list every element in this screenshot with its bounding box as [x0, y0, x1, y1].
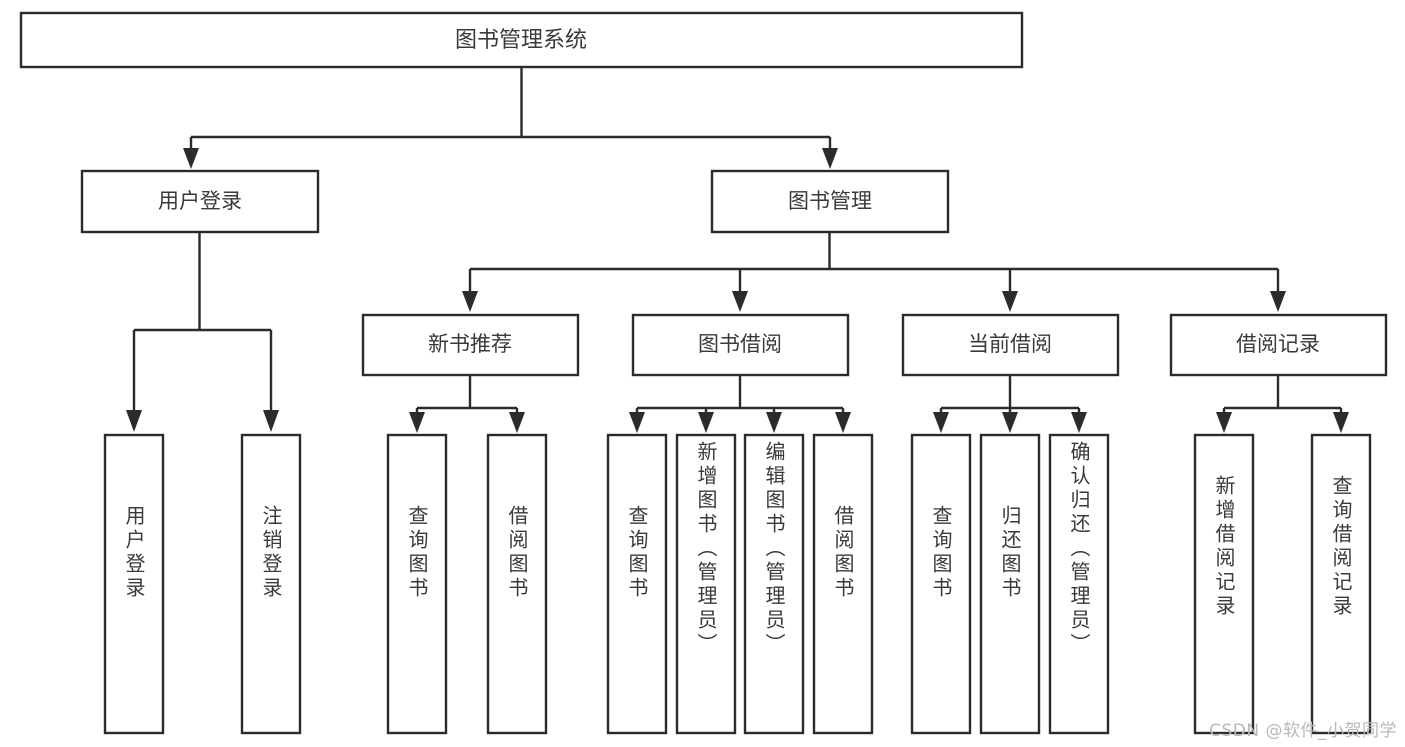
arrow-head-currentborrow-leaf-1 [933, 412, 949, 433]
arrow-head-borrowrecord-leaf-1 [1216, 412, 1232, 433]
leaf-box-currentborrow-return-book[interactable] [979, 433, 1041, 735]
leaf-box-bookborrow-query-book[interactable] [606, 433, 668, 735]
leaf-box-newbook-borrow-book[interactable] [486, 433, 548, 735]
nodes-layer: 图书管理系统 用户登录 图书管理 新书推荐 图书借阅 当前借阅 借阅记录 [19, 11, 1388, 735]
node-root-label: 图书管理系统 [455, 28, 587, 53]
node-book-borrow-box[interactable] [631, 313, 850, 377]
arrow-head-leaf-user-login [126, 410, 142, 432]
arrow-head-borrowrecord-leaf-2 [1333, 412, 1349, 433]
node-new-book-recommend-label: 新书推荐 [428, 332, 512, 356]
leaf-box-borrowrecord-query-record[interactable] [1310, 433, 1372, 735]
arrow-head-bookborrow-leaf-1 [629, 412, 645, 433]
leaf-box-user-login[interactable] [103, 433, 165, 735]
arrow-head-newbook-leaf-1 [409, 412, 425, 433]
node-current-borrow-label: 当前借阅 [968, 332, 1052, 356]
arrow-head-book-borrow [732, 291, 748, 312]
arrow-head-bookborrow-leaf-2 [698, 412, 714, 433]
arrow-head-currentborrow-leaf-2 [1002, 412, 1018, 433]
leaf-box-currentborrow-confirm-return[interactable] [1048, 433, 1110, 735]
node-borrow-record-label: 借阅记录 [1236, 332, 1320, 356]
leaf-box-logout[interactable] [240, 433, 302, 735]
arrow-head-leaf-logout [263, 410, 279, 432]
leaf-box-borrowrecord-add-record[interactable] [1193, 433, 1255, 735]
arrow-head-currentborrow-leaf-3 [1071, 412, 1087, 433]
leaf-box-bookborrow-edit-book[interactable] [743, 433, 805, 735]
node-book-management-label: 图书管理 [788, 189, 872, 213]
connectors-layer [126, 67, 1349, 433]
node-book-management-box[interactable] [710, 169, 950, 234]
watermark-text: CSDN @软件_小贺同学 [1209, 721, 1397, 741]
node-book-borrow-label: 图书借阅 [698, 332, 782, 356]
node-current-borrow-box[interactable] [901, 313, 1120, 377]
node-new-book-recommend-box[interactable] [361, 313, 580, 377]
leaf-box-currentborrow-query-book[interactable] [910, 433, 972, 735]
arrow-head-current-borrow [1002, 291, 1018, 312]
arrow-head-user-login [183, 148, 199, 169]
arrow-head-borrow-record [1270, 291, 1286, 312]
arrow-head-newbook-leaf-2 [509, 412, 525, 433]
leaf-box-newbook-query-book[interactable] [386, 433, 448, 735]
node-root-box[interactable] [19, 11, 1024, 69]
node-borrow-record-box[interactable] [1169, 313, 1388, 377]
node-user-login-label: 用户登录 [158, 189, 242, 213]
arrow-head-bookborrow-leaf-3 [766, 412, 782, 433]
leaf-box-bookborrow-borrow-book[interactable] [812, 433, 874, 735]
arrow-head-bookborrow-leaf-4 [835, 412, 851, 433]
arrow-head-book-mgmt [822, 148, 838, 169]
leaf-box-bookborrow-add-book[interactable] [675, 433, 737, 735]
node-user-login-box[interactable] [80, 169, 320, 234]
arrow-head-new-book [462, 291, 478, 312]
